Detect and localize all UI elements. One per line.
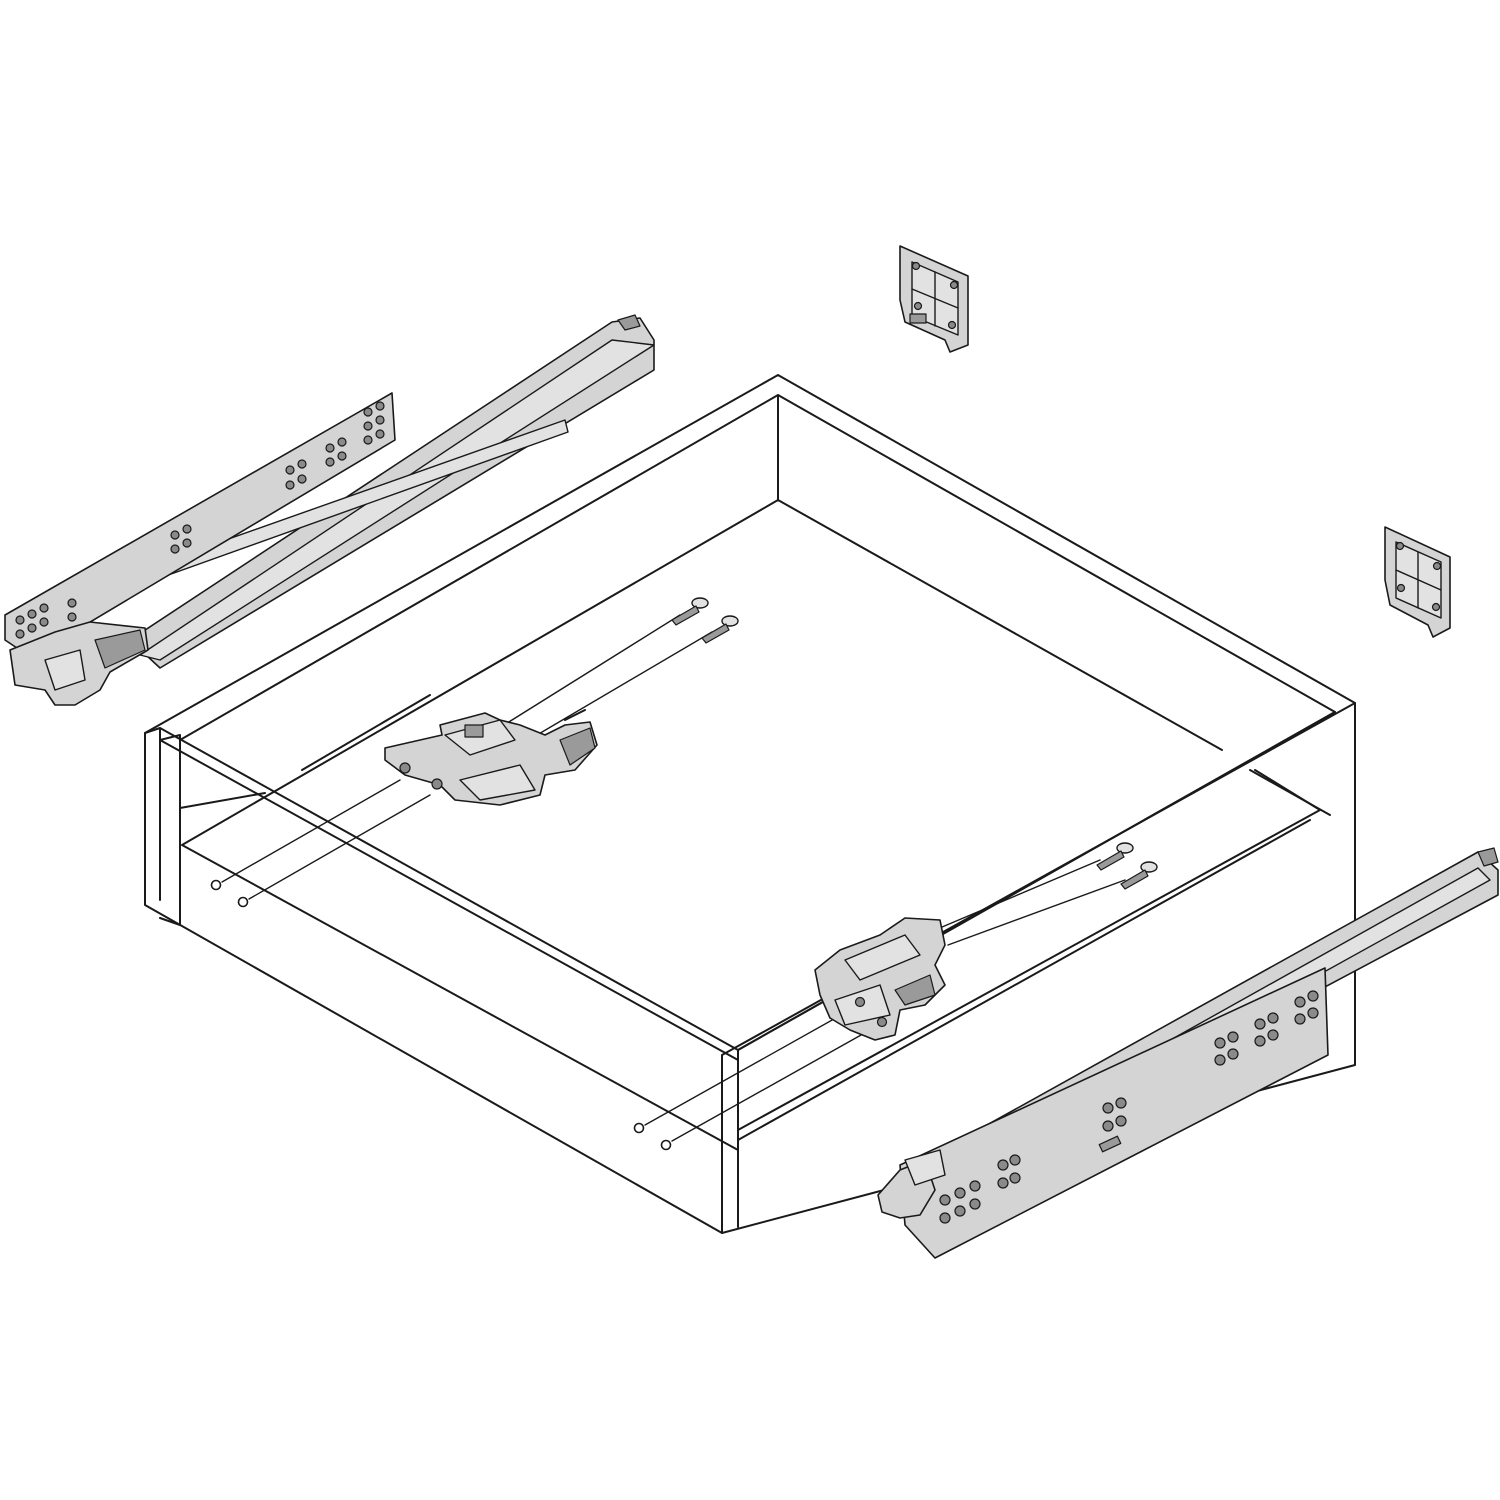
drill-hole bbox=[237, 896, 249, 908]
drawer-left-groove bbox=[301, 694, 586, 771]
rear-bracket-right bbox=[1384, 526, 1451, 638]
locking-device-left bbox=[384, 712, 598, 806]
screws-left bbox=[487, 597, 739, 746]
screw bbox=[701, 615, 739, 644]
runner-holes bbox=[939, 990, 1319, 1224]
runner-holes bbox=[15, 401, 385, 639]
drawer-left-post bbox=[159, 734, 266, 926]
guide-line bbox=[221, 779, 871, 1142]
drawer-front-panel bbox=[144, 702, 1356, 1234]
drill-hole bbox=[660, 1139, 672, 1151]
drawer-outer-edge bbox=[144, 374, 1356, 1234]
screws-right bbox=[934, 842, 1158, 946]
rear-bracket-left bbox=[899, 245, 969, 353]
screw bbox=[671, 597, 709, 626]
drawer-front-rim bbox=[159, 739, 739, 1061]
screw-guide-line bbox=[487, 614, 713, 746]
screw bbox=[1096, 842, 1134, 871]
screw bbox=[1120, 861, 1158, 890]
drill-hole bbox=[210, 879, 222, 891]
locking-device-right bbox=[814, 917, 946, 1041]
runner-right bbox=[877, 847, 1499, 1259]
drill-hole bbox=[633, 1122, 645, 1134]
screw-guide-line bbox=[934, 859, 1126, 946]
runner-left bbox=[4, 314, 655, 706]
